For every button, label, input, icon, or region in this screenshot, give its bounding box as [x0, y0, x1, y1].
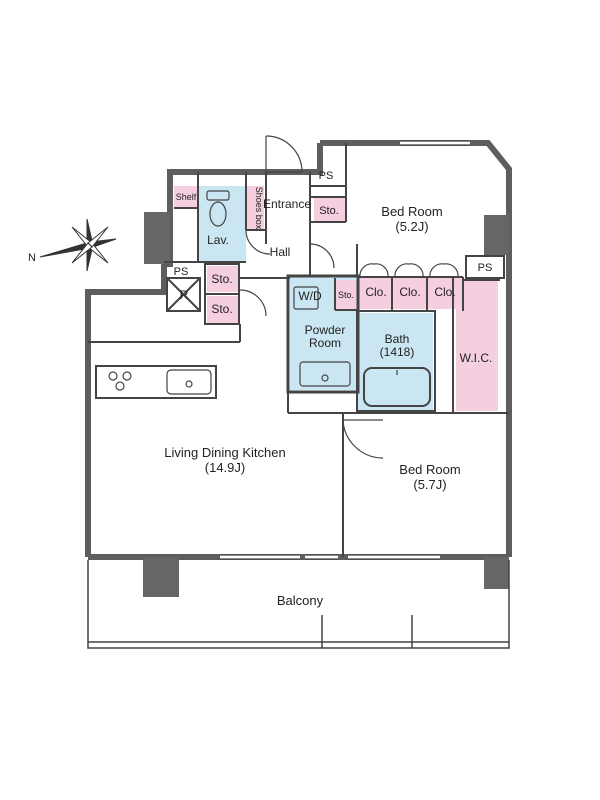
shelf-label: Shelf: [176, 192, 197, 202]
toilet-tank: [206, 190, 230, 201]
ps-right-label: PS: [478, 262, 493, 274]
sto-lav-fill: [207, 266, 238, 292]
ps-left-label: PS: [174, 266, 189, 278]
fixtures: [108, 190, 398, 395]
closet1-label: Clo.: [365, 285, 386, 299]
columns: [143, 212, 509, 597]
bedroom1-name: Bed Room: [381, 204, 442, 219]
ps-top-label: PS: [319, 170, 334, 182]
washbasin: [299, 361, 351, 387]
bath-fill: [357, 313, 433, 411]
column-nw: [144, 212, 170, 264]
sto-hall-fill: [207, 296, 238, 323]
bath-name: Bath: [385, 332, 410, 346]
powder-sink: [293, 286, 319, 310]
shelf-fill: [174, 186, 198, 208]
kitchen-sink: [166, 369, 212, 395]
windows: [220, 140, 470, 560]
sto-powder-label: Sto.: [338, 290, 354, 300]
ldk-name: Living Dining Kitchen: [164, 445, 285, 460]
compass-north-label: N: [28, 252, 36, 264]
hall-label: Hall: [270, 245, 291, 259]
closet-fill: [357, 278, 463, 309]
ldk-size: (14.9J): [205, 460, 245, 475]
bedroom2-size: (5.7J): [413, 477, 446, 492]
bedroom2-name: Bed Room: [399, 462, 460, 477]
sto-hall-label: Sto.: [211, 302, 232, 316]
toilet-bowl: [209, 201, 227, 227]
bedroom1-size: (5.2J): [395, 219, 428, 234]
lav-label: Lav.: [207, 233, 229, 247]
sto-entrance-label: Sto.: [319, 205, 339, 217]
refrigerator-label: R: [180, 288, 189, 302]
column-ne: [484, 215, 509, 255]
balcony: [87, 560, 510, 649]
column-sw: [143, 557, 179, 597]
wd-label: W/D: [298, 289, 322, 303]
column-se: [484, 557, 509, 589]
entrance-label: Entrance: [263, 197, 311, 211]
shoes-box-fill: [247, 186, 264, 230]
sto-entrance-fill: [314, 197, 346, 222]
shoes-box-label: Shoes box: [254, 187, 264, 230]
doors: [239, 135, 459, 459]
sto-lav-label: Sto.: [211, 272, 232, 286]
bath-size: (1418): [380, 345, 415, 359]
balcony-label: Balcony: [277, 593, 324, 608]
closet3-label: Clo.: [434, 285, 455, 299]
wic-label: W.I.C.: [460, 351, 493, 365]
sto-powder-fill: [335, 280, 357, 310]
partitions: [88, 143, 509, 557]
compass-icon: N: [28, 218, 117, 272]
closet2-label: Clo.: [399, 285, 420, 299]
